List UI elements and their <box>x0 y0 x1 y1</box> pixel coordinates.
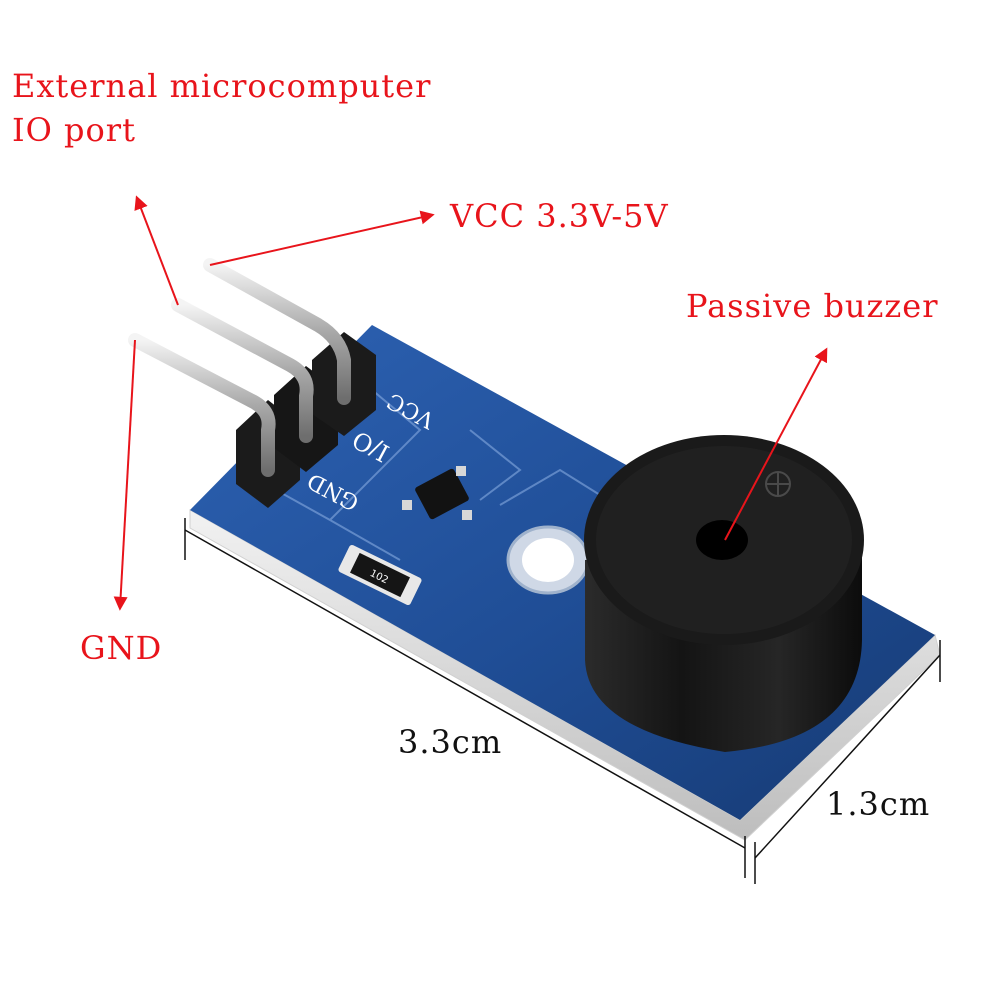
gnd-arrow <box>113 339 136 611</box>
length-dimension-line <box>184 518 746 878</box>
vcc-arrow <box>209 210 435 266</box>
gnd-label: GND <box>80 629 163 667</box>
width-dimension-label: 1.3cm <box>826 785 931 823</box>
transistor-lead-2 <box>456 466 466 476</box>
pcb-traces <box>238 378 601 561</box>
transistor-lead-1 <box>402 500 412 510</box>
pin-vcc <box>203 258 351 405</box>
transistor-lead-3 <box>462 510 472 520</box>
io-port-label-line1: External microcomputer <box>12 67 432 105</box>
io-port-label-line2: IO port <box>12 111 136 149</box>
pin-gnd <box>128 333 276 477</box>
smd-transistor <box>415 468 469 520</box>
smd-resistor: 102 <box>338 544 422 606</box>
length-dimension-label: 3.3cm <box>398 723 503 761</box>
vcc-label: VCC 3.3V-5V <box>450 197 669 235</box>
pin-io <box>171 298 314 443</box>
buzzer-arrow <box>724 347 828 541</box>
io-port-arrow <box>134 195 179 306</box>
width-dimension-line <box>754 640 941 884</box>
passive-buzzer-label: Passive buzzer <box>686 287 939 325</box>
mounting-hole-inner <box>522 538 574 582</box>
passive-buzzer <box>584 435 864 752</box>
buzzer-sound-hole <box>696 520 748 560</box>
